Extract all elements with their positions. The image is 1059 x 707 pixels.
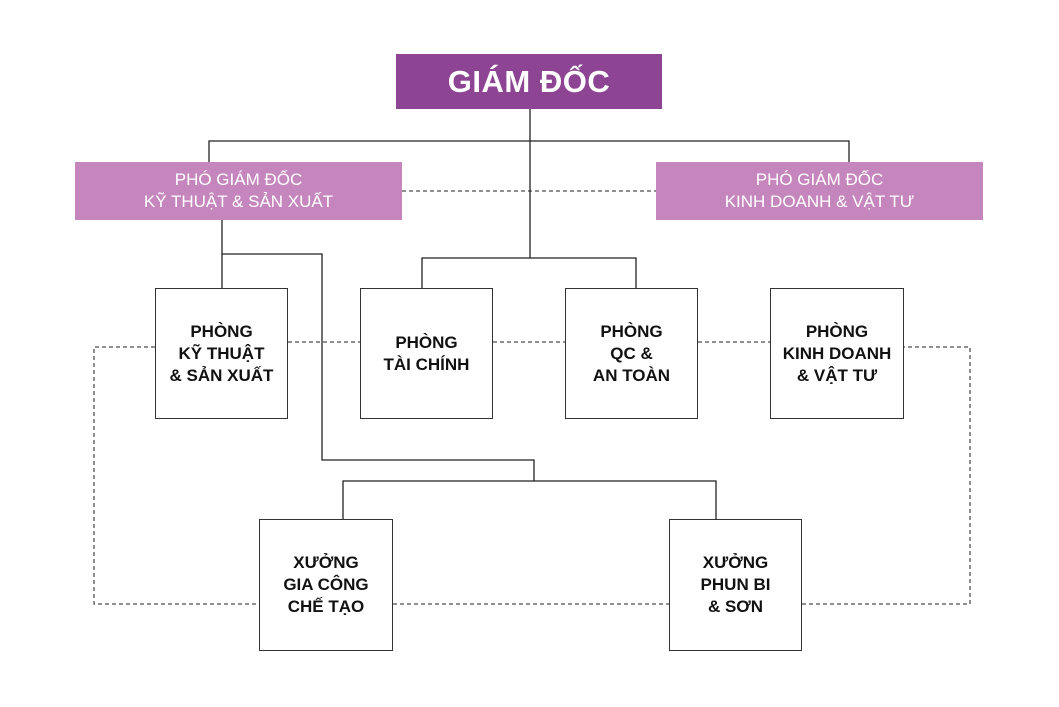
node-workshop-blast: XƯỞNG PHUN BI & SƠN (669, 519, 802, 651)
node-deputy-tech: PHÓ GIÁM ĐỐC KỸ THUẬT & SẢN XUẤT (75, 162, 402, 220)
node-dept-business-label: PHÒNG KINH DOANH & VẬT TƯ (782, 321, 892, 385)
node-dept-qc-label: PHÒNG QC & AN TOÀN (592, 321, 671, 385)
node-dept-tech: PHÒNG KỸ THUẬT & SẢN XUẤT (155, 288, 288, 419)
outer-loop-dashed-line (93, 346, 971, 605)
deputy-tech-to-workshops-line (222, 253, 717, 519)
node-deputy-tech-label: PHÓ GIÁM ĐỐC KỸ THUẬT & SẢN XUẤT (143, 170, 334, 211)
node-dept-tech-label: PHÒNG KỸ THUẬT & SẢN XUẤT (169, 321, 274, 385)
node-workshop-blast-label: XƯỞNG PHUN BI & SƠN (700, 553, 771, 616)
node-deputy-business: PHÓ GIÁM ĐỐC KINH DOANH & VẬT TƯ (656, 162, 983, 220)
director-to-center-depts-line (421, 257, 637, 288)
node-deputy-business-label: PHÓ GIÁM ĐỐC KINH DOANH & VẬT TƯ (724, 170, 915, 211)
node-director-label: GIÁM ĐỐC (447, 63, 611, 99)
node-dept-business: PHÒNG KINH DOANH & VẬT TƯ (770, 288, 904, 419)
node-dept-finance: PHÒNG TÀI CHÍNH (360, 288, 493, 419)
node-workshop-fab: XƯỞNG GIA CÔNG CHẾ TẠO (259, 519, 393, 651)
node-dept-finance-label: PHÒNG TÀI CHÍNH (383, 332, 470, 374)
node-director: GIÁM ĐỐC (396, 54, 662, 109)
node-workshop-fab-label: XƯỞNG GIA CÔNG CHẾ TẠO (283, 553, 369, 616)
director-to-deputies-line (208, 109, 850, 258)
node-dept-qc: PHÒNG QC & AN TOÀN (565, 288, 698, 419)
